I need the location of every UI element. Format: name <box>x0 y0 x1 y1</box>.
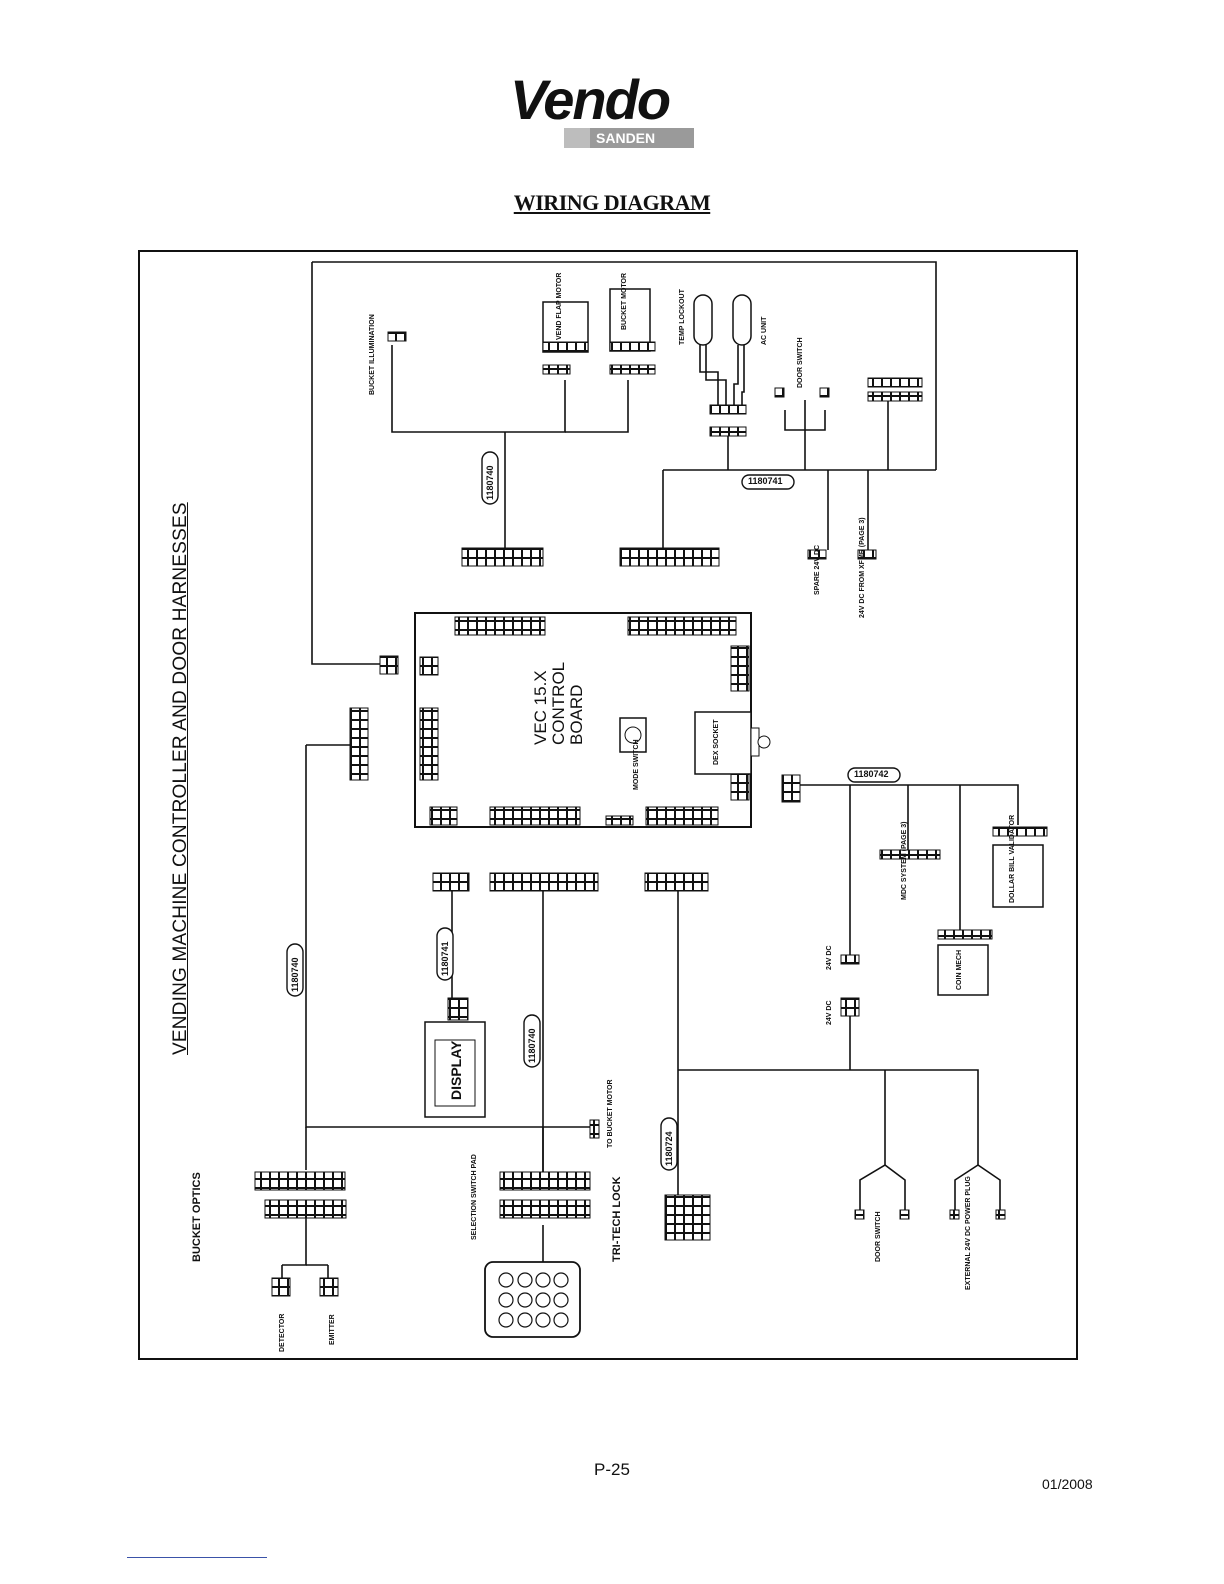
harness-tag: 1180741 <box>748 476 783 486</box>
door-switch-top-label: DOOR SWITCH <box>797 337 804 388</box>
harness-tag: 1180742 <box>854 769 889 779</box>
selection-switch-label: SELECTION SWITCH PAD <box>471 1154 478 1240</box>
bucket-illumination-label: BUCKET ILLUMINATION <box>369 314 376 395</box>
temp-lockout-label: TEMP LOCKOUT <box>679 289 686 345</box>
24v-dc-label-b: 24V DC <box>826 1000 833 1025</box>
coin-mech-label: COIN MECH <box>956 949 963 990</box>
page-title: WIRING DIAGRAM <box>513 190 711 215</box>
to-bucket-motor-label: TO BUCKET MOTOR <box>607 1079 614 1148</box>
page-number: P-25 <box>594 1460 630 1479</box>
external-power-plug-label: EXTERNAL 24V DC POWER PLUG <box>965 1176 972 1290</box>
sanden-text: SANDEN <box>596 130 656 146</box>
mode-switch-label: MODE SWITCH <box>633 739 640 790</box>
diagram-frame <box>138 250 1078 1360</box>
bucket-motor-label: BUCKET MOTOR <box>621 272 628 330</box>
detector-label: DETECTOR <box>279 1313 286 1352</box>
revision-date: 01/2008 <box>1042 1476 1093 1492</box>
sanden-bar-left <box>564 128 590 148</box>
temp-lockout-shape <box>693 294 713 346</box>
harness-tag: 1180740 <box>527 1028 537 1063</box>
ac-unit-label: AC UNIT <box>761 316 768 345</box>
coin-mech-box <box>937 944 989 996</box>
bill-validator-box <box>992 844 1044 908</box>
dex-socket-label: DEX SOCKET <box>713 719 720 765</box>
display-label: DISPLAY <box>448 1040 464 1100</box>
bucket-optics-label: BUCKET OPTICS <box>191 1172 203 1262</box>
door-switch-bottom-label: DOOR SWITCH <box>875 1211 882 1262</box>
footer-rule <box>127 1557 267 1558</box>
vendo-logo: Vendo SANDEN <box>510 70 710 160</box>
diagram-side-title: VENDING MACHINE CONTROLLER AND DOOR HARN… <box>170 502 191 1055</box>
emitter-label: EMITTER <box>329 1314 336 1345</box>
bill-validator-label: DOLLAR BILL VALIDATOR <box>1009 814 1016 903</box>
vend-flap-motor-label: VEND FLAP MOTOR <box>556 272 563 340</box>
harness-tag: 1180740 <box>485 465 495 500</box>
harness-tag: 1180741 <box>440 941 450 976</box>
harness-tag: 1180740 <box>290 957 300 992</box>
from-xfmr-label: 24V DC FROM XFMR (PAGE 3) <box>859 517 866 618</box>
brand-name: Vendo <box>510 68 671 131</box>
sanden-bar: SANDEN <box>564 128 694 148</box>
mdc-system-label: MDC SYSTEM (PAGE 3) <box>901 821 908 900</box>
ac-unit-shape <box>732 294 752 346</box>
control-board-label: VEC 15.X CONTROL BOARD <box>531 661 586 745</box>
spare-24v-label: SPARE 24V DC <box>814 544 821 595</box>
24v-dc-label-a: 24V DC <box>826 945 833 970</box>
harness-tag: 1180724 <box>664 1131 674 1166</box>
tri-tech-lock-label: TRI-TECH LOCK <box>611 1176 623 1262</box>
dex-socket <box>694 711 752 775</box>
